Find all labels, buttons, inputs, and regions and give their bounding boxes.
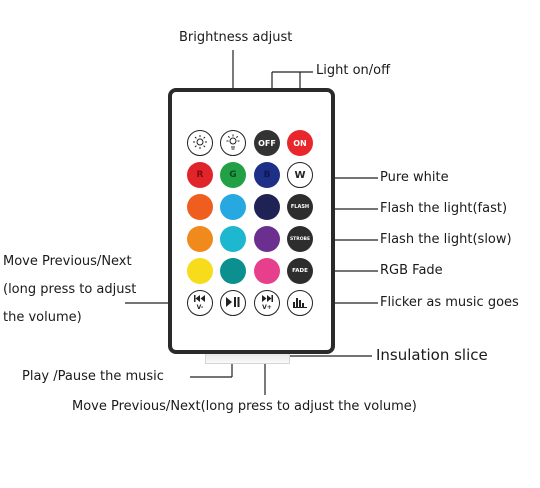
color-button-yellow[interactable]	[187, 258, 213, 284]
pure-white-label: Pure white	[380, 170, 449, 185]
color-button-navy[interactable]	[254, 194, 280, 220]
equalizer-icon	[293, 296, 307, 311]
brightness-down-button[interactable]	[187, 130, 213, 156]
move-prev-next-label-line1: Move Previous/Next	[3, 254, 132, 269]
volume-down-label: V-	[196, 304, 204, 311]
color-button-teal[interactable]	[220, 258, 246, 284]
light-on-off-label: Light on/off	[316, 63, 391, 78]
brightness-adjust-label: Brightness adjust	[179, 30, 293, 45]
play-pause-label: Play /Pause the music	[22, 369, 164, 384]
rgb-fade-label: RGB Fade	[380, 263, 443, 278]
white-button[interactable]: W	[287, 162, 313, 188]
move-prev-next-label-line2: (long press to adjust	[3, 282, 137, 297]
flash-button[interactable]: FLASH	[287, 194, 313, 220]
previous-button[interactable]: V-	[187, 290, 213, 316]
sun-outline-icon	[192, 134, 208, 153]
color-button-sky-blue[interactable]	[220, 194, 246, 220]
music-mode-button[interactable]	[287, 290, 313, 316]
move-prev-next-bottom-label: Move Previous/Next(long press to adjust …	[72, 399, 417, 414]
red-button[interactable]: R	[187, 162, 213, 188]
off-button[interactable]: OFF	[254, 130, 280, 156]
play-pause-button[interactable]	[220, 290, 246, 316]
insulation-slice-label: Insulation slice	[376, 346, 488, 364]
insulation-slice-tab	[205, 354, 290, 364]
previous-track-icon	[194, 295, 206, 305]
next-button[interactable]: V+	[254, 290, 280, 316]
flash-fast-label: Flash the light(fast)	[380, 201, 508, 216]
flicker-music-label: Flicker as music goes	[380, 295, 519, 310]
play-pause-icon	[226, 296, 240, 310]
fade-button[interactable]: FADE	[287, 258, 313, 284]
color-button-orange[interactable]	[187, 226, 213, 252]
on-button[interactable]: ON	[287, 130, 313, 156]
sun-outline-icon	[225, 134, 241, 153]
flash-slow-label: Flash the light(slow)	[380, 232, 512, 247]
next-track-icon	[261, 295, 273, 305]
color-button-purple[interactable]	[254, 226, 280, 252]
green-button[interactable]: G	[220, 162, 246, 188]
color-button-cyan[interactable]	[220, 226, 246, 252]
strobe-button[interactable]: STROBE	[287, 226, 313, 252]
blue-button[interactable]: B	[254, 162, 280, 188]
color-button-pink[interactable]	[254, 258, 280, 284]
move-prev-next-label-line3: the volume)	[3, 310, 82, 325]
volume-up-label: V+	[262, 304, 272, 311]
brightness-up-button[interactable]	[220, 130, 246, 156]
color-button-orange-red[interactable]	[187, 194, 213, 220]
